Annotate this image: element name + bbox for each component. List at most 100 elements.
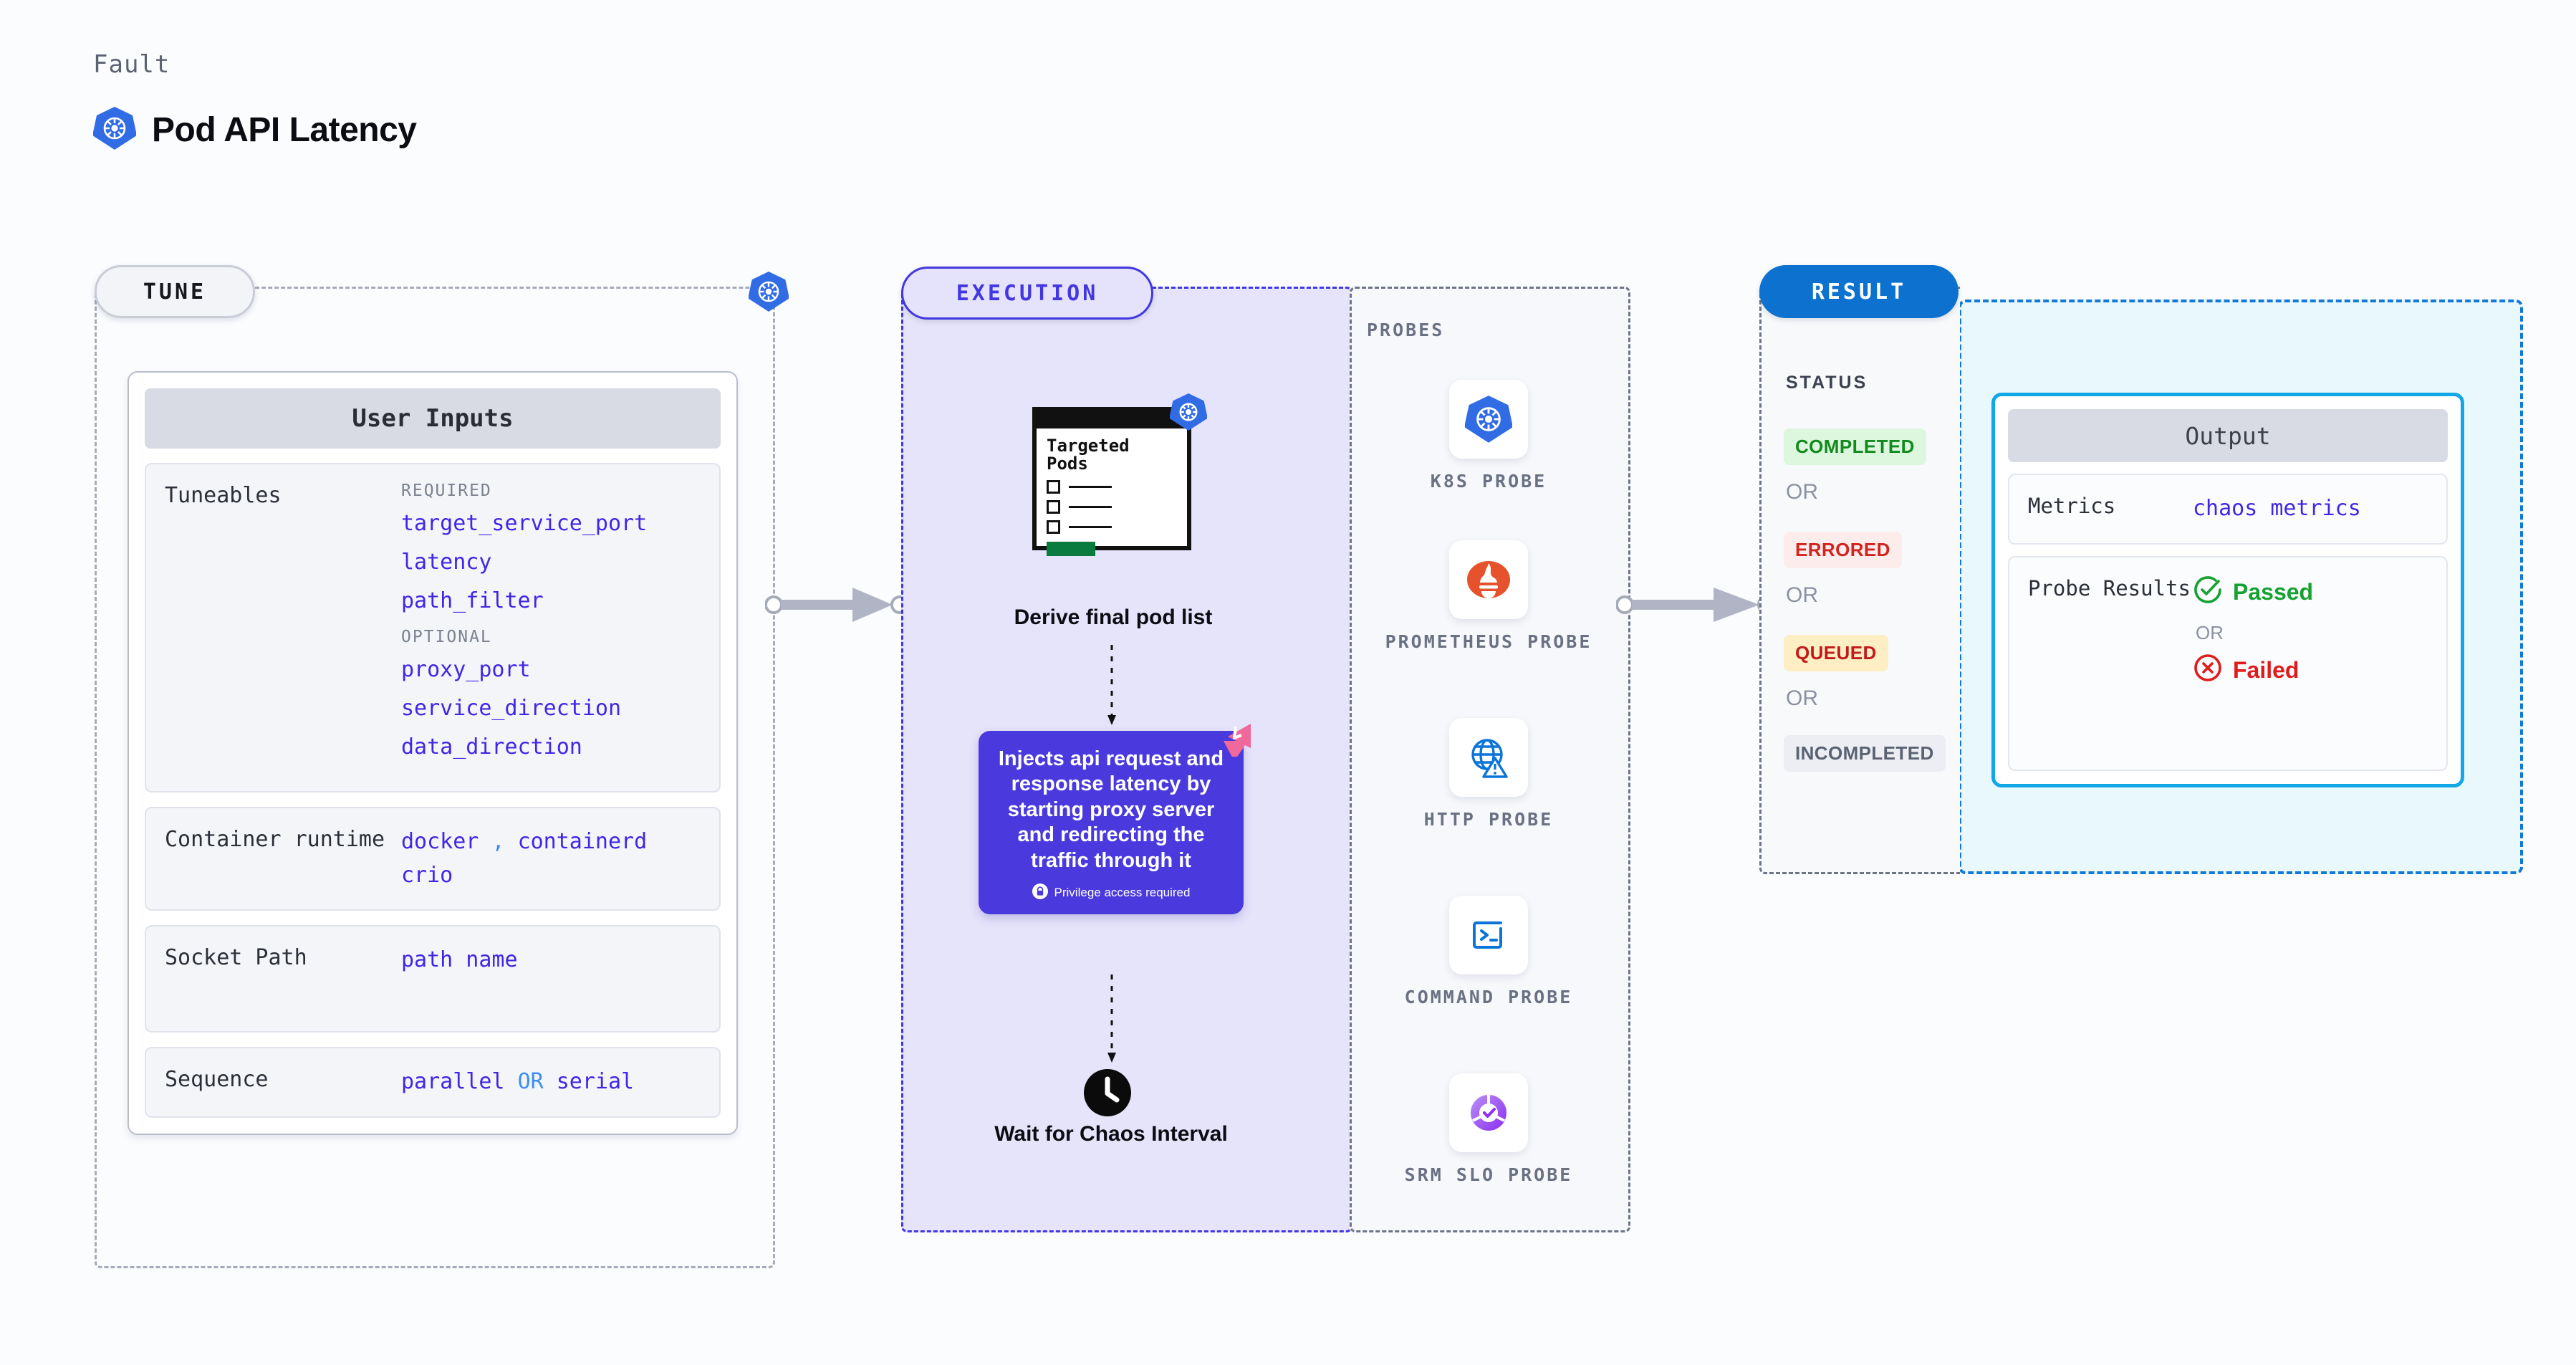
targeted-pods-card: Targeted Pods [1032, 393, 1208, 556]
runtime-containerd: containerd [517, 829, 648, 854]
page-title: Pod API Latency [152, 111, 417, 149]
tuneable-data-direction[interactable]: data_direction [401, 734, 582, 760]
sequence-row: Sequence parallel OR serial [145, 1047, 721, 1118]
kubernetes-icon [92, 106, 137, 154]
flow-arrow-inject-to-wait [1106, 974, 1118, 1068]
required-label: REQUIRED [401, 482, 492, 500]
probe-label: PROMETHEUS PROBE [1385, 631, 1592, 652]
tuneable-path-filter[interactable]: path_filter [401, 588, 544, 613]
socket-path-value: path name [401, 947, 518, 972]
status-badge-queued: QUEUED [1784, 635, 1888, 671]
privilege-note-text: Privilege access required [1054, 886, 1191, 900]
failed-label: Failed [2233, 657, 2299, 683]
privilege-note: Privilege access required [993, 883, 1229, 903]
or-label: OR [1786, 480, 1818, 504]
probe-command[interactable]: COMMAND PROBE [1374, 896, 1603, 1010]
stage-pill-tune[interactable]: TUNE [95, 265, 255, 318]
checkbox-icon [1047, 479, 1060, 494]
probe-result-failed: Failed [2193, 653, 2428, 689]
metrics-value: chaos metrics [2193, 496, 2361, 521]
list-line [1069, 525, 1112, 528]
optional-label: OPTIONAL [401, 628, 492, 646]
probe-result-passed: Passed [2193, 575, 2428, 610]
kubernetes-icon [1169, 393, 1208, 435]
row-key: Container runtime [165, 827, 385, 852]
runtime-crio: crio [401, 862, 453, 888]
probe-label: COMMAND PROBE [1404, 987, 1573, 1007]
tuneable-target-service-port[interactable]: target_service_port [401, 511, 648, 536]
tuneables-row: Tuneables REQUIRED target_service_port l… [145, 463, 721, 792]
row-key: Metrics [2028, 494, 2116, 518]
connector-execution-to-result [1615, 585, 1776, 628]
or-label: OR [1786, 686, 1818, 710]
globe-warning-icon [1449, 718, 1528, 797]
tuneable-latency[interactable]: latency [401, 550, 492, 575]
list-line [1069, 505, 1112, 508]
clock-icon [1082, 1068, 1133, 1121]
wait-for-chaos-interval-label: Wait for Chaos Interval [994, 1122, 1228, 1146]
checkbox-icon [1047, 519, 1060, 534]
pod-list-item [1047, 519, 1177, 534]
tuneable-service-direction[interactable]: service_direction [401, 696, 622, 721]
list-line [1069, 485, 1112, 488]
row-key: Tuneables [165, 483, 282, 508]
sequence-serial: serial [556, 1069, 635, 1094]
row-key: Sequence [165, 1067, 269, 1092]
derive-final-pod-list-label: Derive final pod list [1014, 605, 1213, 629]
pod-list-item [1047, 479, 1177, 494]
probes-title: PROBES [1367, 320, 1445, 340]
user-inputs-title: User Inputs [145, 388, 721, 449]
checkbox-icon [1047, 499, 1060, 514]
or-label: OR [2196, 621, 2224, 643]
probe-http[interactable]: HTTP PROBE [1374, 718, 1603, 832]
passed-label: Passed [2233, 579, 2314, 605]
status-badge-errored: ERRORED [1784, 532, 1902, 568]
status-badge-completed: COMPLETED [1784, 428, 1926, 465]
probe-k8s[interactable]: K8S PROBE [1374, 380, 1603, 494]
sequence-parallel: parallel [401, 1069, 505, 1094]
inject-description: Injects api request and response latency… [998, 747, 1224, 872]
prometheus-icon [1449, 540, 1528, 619]
kubernetes-icon [748, 271, 789, 316]
probe-results-row: Probe Results Passed OR Failed [2008, 555, 2448, 771]
probe-label: SRM SLO PROBE [1404, 1164, 1573, 1185]
socket-path-row: Socket Path path name [145, 925, 721, 1033]
stage-pill-result[interactable]: RESULT [1759, 265, 1959, 318]
tune-container [95, 287, 775, 1268]
page-header: Fault Pod API Latency [92, 50, 417, 154]
probe-prometheus[interactable]: PROMETHEUS PROBE [1374, 540, 1603, 654]
inject-action-card: Injects api request and response latency… [979, 724, 1251, 914]
status-badge-incompleted: INCOMPLETED [1784, 735, 1946, 772]
row-key: Socket Path [165, 945, 307, 970]
lock-icon [1032, 883, 1048, 903]
check-circle-icon [2193, 575, 2223, 610]
probe-label: K8S PROBE [1430, 471, 1547, 492]
metrics-row: Metrics chaos metrics [2008, 474, 2448, 545]
terminal-icon [1449, 896, 1528, 974]
tuneable-proxy-port[interactable]: proxy_port [401, 657, 531, 682]
container-runtime-row: Container runtime docker , containerd cr… [145, 807, 721, 911]
harness-logo-icon [1216, 719, 1254, 762]
runtime-docker: docker [401, 829, 479, 854]
or-label: OR [1786, 583, 1818, 607]
green-progress-bar [1047, 541, 1095, 556]
x-circle-icon [2193, 653, 2223, 689]
pod-list-item [1047, 499, 1177, 514]
runtime-separator: , [491, 829, 505, 854]
result-container [1759, 287, 1960, 874]
row-key: Probe Results [2028, 575, 2191, 600]
user-inputs-card: User Inputs Tuneables REQUIRED target_se… [128, 371, 738, 1135]
title-row: Pod API Latency [92, 106, 417, 154]
status-title: STATUS [1786, 373, 1868, 393]
srm-slo-donut-icon [1449, 1073, 1528, 1152]
kubernetes-icon [1449, 380, 1528, 459]
flow-arrow-derive-to-inject [1106, 645, 1118, 731]
targeted-pods-title: Targeted Pods [1047, 436, 1130, 474]
probe-label: HTTP PROBE [1423, 809, 1554, 830]
stage-pill-execution[interactable]: EXECUTION [901, 267, 1153, 320]
connector-tune-to-execution [764, 585, 909, 628]
output-title: Output [2008, 409, 2448, 462]
probe-srm-slo[interactable]: SRM SLO PROBE [1374, 1073, 1603, 1187]
output-card: Output Metrics chaos metrics Probe Resul… [1991, 393, 2464, 787]
sequence-joiner: OR [517, 1069, 544, 1094]
